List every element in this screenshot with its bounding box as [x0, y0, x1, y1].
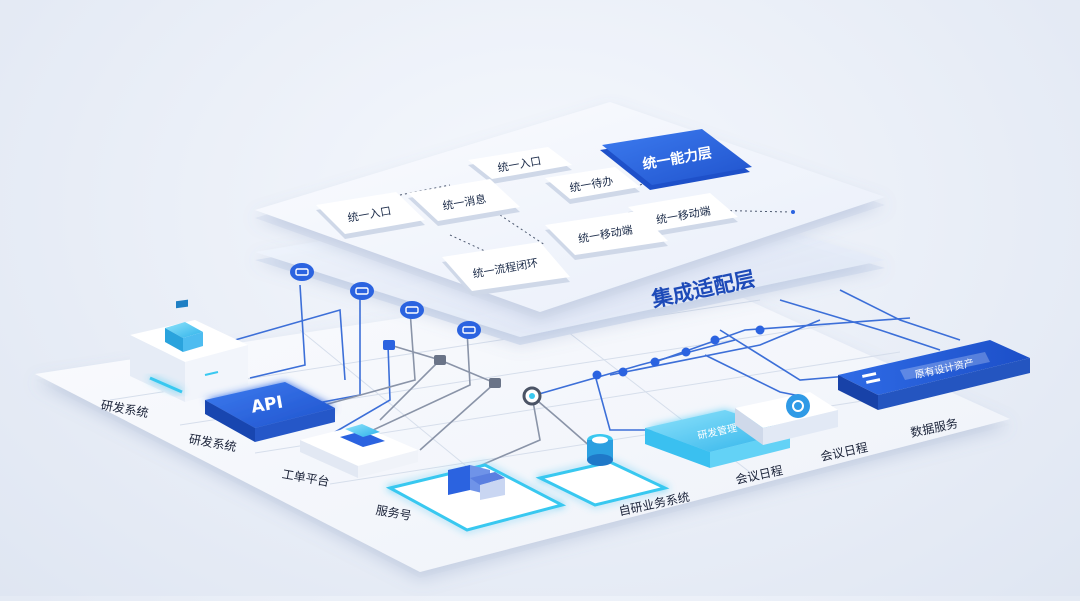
base-platform [35, 274, 1010, 578]
meeting-schedule-block [735, 392, 838, 445]
port-icon [290, 263, 314, 281]
capability-chip: 统一入口 [316, 192, 425, 239]
port-icons [290, 263, 481, 339]
connector-nodes [383, 325, 765, 406]
capability-layer-title-tag: 统一能力层 [600, 129, 752, 190]
capability-chip: 统一消息 [408, 179, 520, 226]
port-icon [457, 321, 481, 339]
capability-layer: 统一能力层 统一入口 统一待办 统一入口 统一消息 统一移动端 [255, 102, 885, 320]
capability-chip: 统一入口 [468, 147, 572, 184]
self-dev-system-tray [535, 434, 670, 507]
system-label: 服务号 [375, 502, 413, 523]
port-icon [350, 282, 374, 300]
design-asset-block: 原有设计资产 [838, 340, 1030, 410]
ticket-platform-device [300, 424, 418, 478]
database-icon [587, 434, 613, 466]
capability-chip: 统一移动端 [628, 193, 738, 236]
capability-chip: 统一待办 [545, 167, 640, 204]
server-icon [448, 465, 505, 500]
service-account-tray [385, 463, 567, 532]
chip-icon [165, 299, 203, 352]
port-icon [400, 301, 424, 319]
connector-lines [234, 284, 961, 471]
capability-chip: 统一移动端 [545, 211, 668, 260]
dev-system-device [130, 299, 248, 402]
gear-icon [786, 394, 810, 418]
api-block: API [205, 382, 335, 442]
capability-chip: 统一流程闭环 [442, 242, 570, 296]
tool-icon [862, 372, 881, 384]
